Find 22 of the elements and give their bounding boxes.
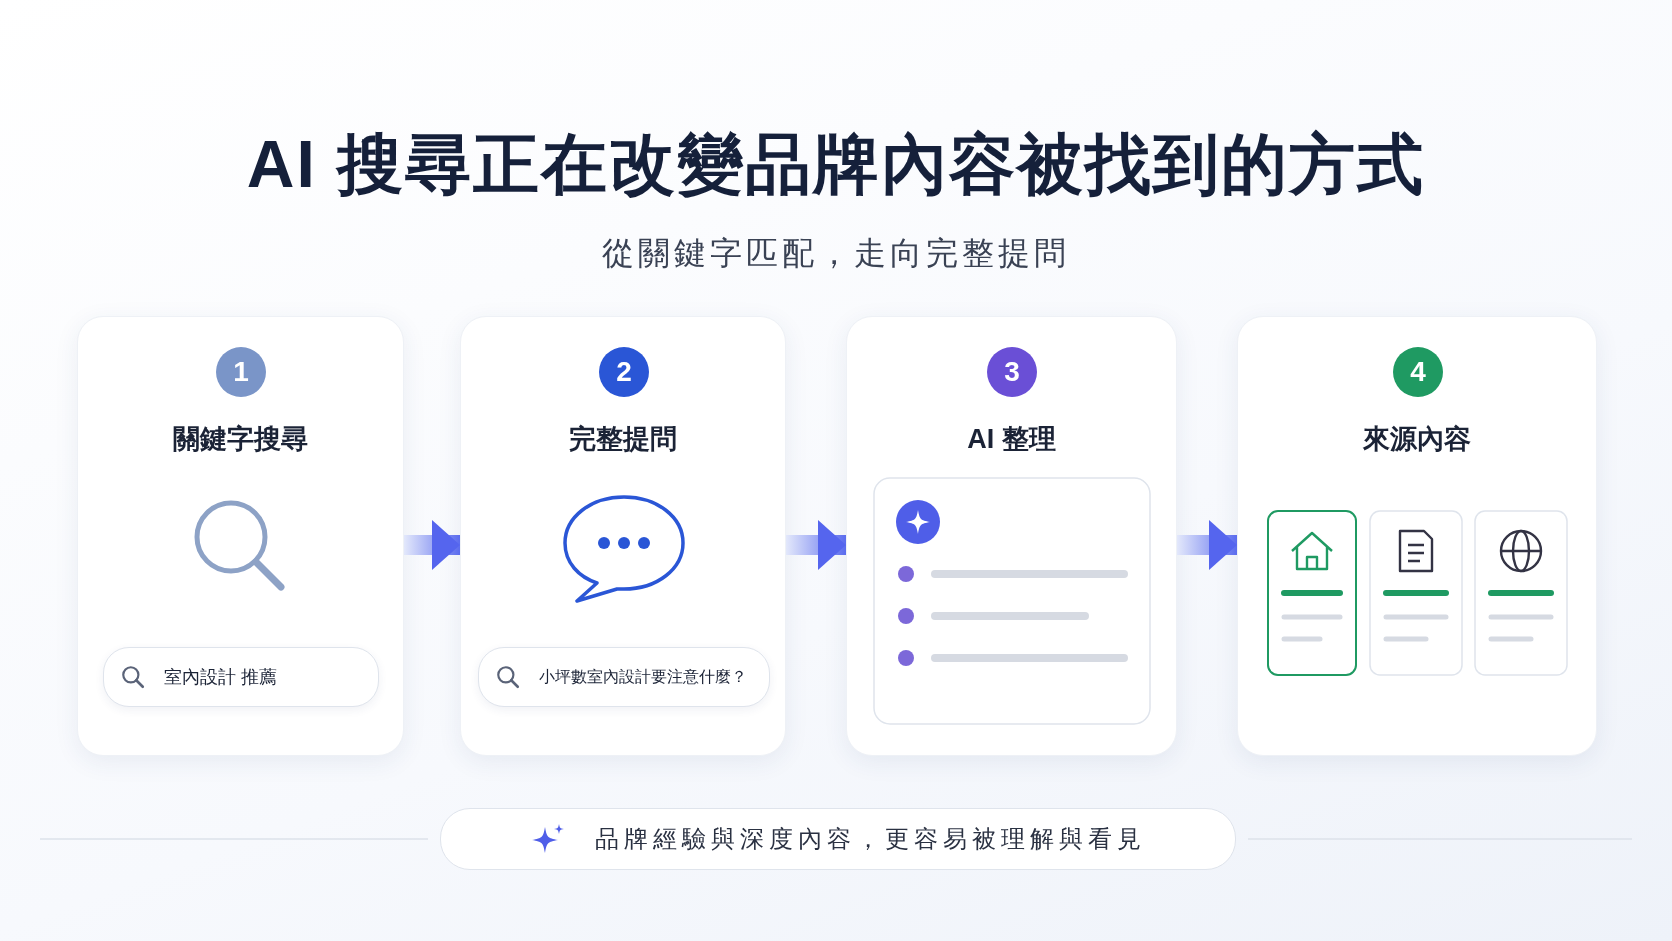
step-title: 完整提問: [568, 423, 678, 456]
query-text: 小坪數室內設計要注意什麼？: [539, 666, 747, 687]
arrow: [1177, 520, 1237, 570]
step-title: 關鍵字搜尋: [172, 423, 309, 456]
search-field: [478, 647, 770, 707]
step-title: AI 整理: [966, 423, 1057, 456]
number-badge: 2: [599, 347, 649, 397]
step-card: [846, 316, 1177, 756]
number-badge: 3: [987, 347, 1037, 397]
number-badge: 1: [216, 347, 266, 397]
subtitle: 從關鍵字匹配，走向完整提問: [601, 234, 1071, 273]
title: AI 搜尋正在改變品牌內容被找到的方式: [245, 126, 1427, 203]
step-card: [1237, 316, 1597, 756]
step-card: [460, 316, 786, 756]
arrow: [404, 520, 460, 570]
number-badge: 4: [1393, 347, 1443, 397]
banner-text: 品牌經驗與深度內容，更容易被理解與看見: [594, 824, 1146, 854]
step-card: [77, 316, 404, 756]
step-title: 來源內容: [1362, 423, 1472, 456]
query-text: 室內設計 推薦: [164, 666, 277, 689]
arrow: [786, 520, 846, 570]
search-field: [103, 647, 379, 707]
